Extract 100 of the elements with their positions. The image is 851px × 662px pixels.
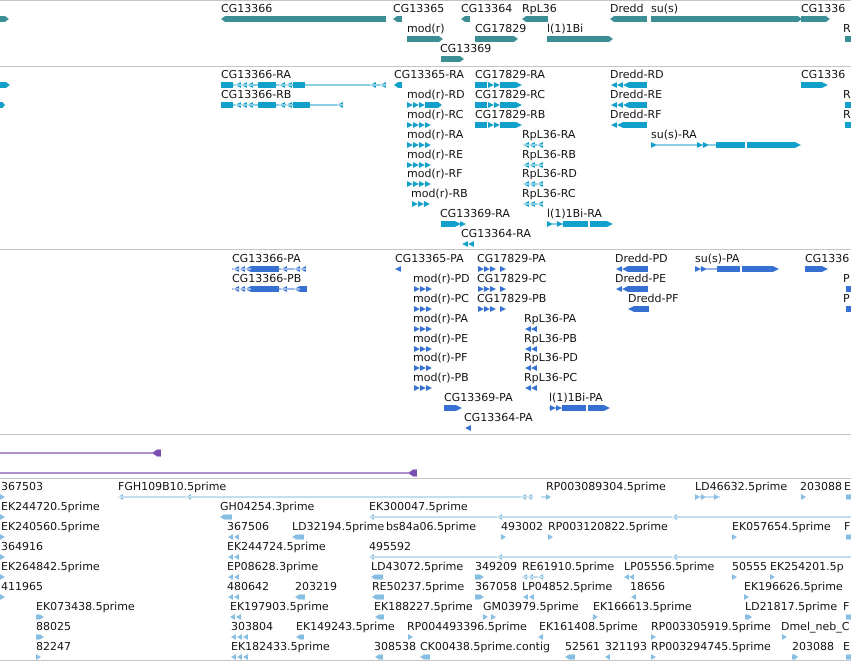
gene-label: CG17829 — [475, 23, 526, 35]
transcript-label: mod(r)-RC — [407, 109, 464, 121]
est-label: EK240560.5prime — [1, 521, 100, 533]
est-label: F — [843, 601, 850, 613]
est-label: E — [843, 641, 850, 653]
est-label: EP08628.3prime — [227, 561, 318, 573]
est-label: E — [844, 481, 851, 493]
transcript-label: CG17829-RA — [475, 69, 545, 81]
est-label: 203088 — [792, 641, 834, 653]
protein-label: Dredd-PE — [615, 273, 666, 285]
est-label: F — [844, 521, 850, 533]
est-label: RE50237.5prime — [372, 581, 464, 593]
transcript-label: mod(r)-RF — [407, 168, 462, 180]
est-label: EK182433.5prime — [231, 641, 330, 653]
est-label: 203219 — [295, 581, 337, 593]
transcript-label: CG13369-RA — [440, 208, 510, 220]
est-label: 88025 — [36, 621, 71, 633]
gene-label: su(s) — [651, 3, 678, 15]
est-label: RP004493396.5prime — [407, 621, 527, 633]
transcript-label: CG13365-RA — [394, 69, 464, 81]
est-label: 349209 — [475, 561, 517, 573]
transcript-label: CG1336 — [801, 69, 846, 81]
est-label: GM03979.5prime — [483, 601, 579, 613]
est-label: 411965 — [1, 581, 43, 593]
est-label: 495592 — [369, 541, 411, 553]
est-label: RP003120822.5prime — [548, 521, 668, 533]
est-label: EK196626.5prime — [744, 581, 843, 593]
est-label: 203088 — [800, 481, 842, 493]
protein-label: Dredd-PD — [615, 253, 668, 265]
est-label: EK057654.5prime — [732, 521, 831, 533]
est-label: 364916 — [1, 541, 43, 553]
transcript-label: RpL36-RC — [522, 188, 576, 200]
protein-label: mod(r)-PA — [413, 313, 468, 325]
transcript-label: CG17829-RB — [475, 109, 546, 121]
est-label: EK264842.5prime — [1, 561, 100, 573]
est-label: EK188227.5prime — [374, 601, 473, 613]
est-label: LP05556.5prime — [624, 561, 714, 573]
est-label: 367503 — [1, 481, 43, 493]
protein-label: su(s)-PA — [695, 253, 740, 265]
est-label: CK00438.5prime.contig — [420, 641, 550, 653]
est-label: EK073438.5prime — [36, 601, 135, 613]
est-label: FGH109B10.5prime — [118, 481, 226, 493]
est-label: EK300047.5prime — [369, 501, 468, 513]
protein-label: CG1336 — [805, 253, 850, 265]
est-label: 321193 — [605, 641, 647, 653]
transcript-label: CG17829-RC — [475, 89, 545, 101]
protein-label: mod(r)-PB — [413, 372, 469, 384]
est-label: 52561 — [565, 641, 600, 653]
protein-label: RpL36-PC — [524, 372, 578, 384]
protein-label: RpL36-PA — [524, 313, 576, 325]
est-label: 308538 — [374, 641, 416, 653]
protein-label: CG17829-PC — [477, 273, 546, 285]
est-label: Dmel_neb_C — [781, 621, 850, 633]
est-label: 480642 — [227, 581, 269, 593]
protein-label: CG17829-PB — [477, 293, 546, 305]
est-label: 82247 — [36, 641, 71, 653]
gene-label: l(1)1Bi — [547, 23, 584, 35]
protein-label: RpL36-PB — [524, 333, 577, 345]
gene-label: CG13369 — [440, 43, 492, 55]
protein-label: Dredd-PF — [628, 293, 678, 305]
est-label: 493002 — [501, 521, 543, 533]
est-label: EK244724.5prime — [227, 541, 326, 553]
est-label: 50555 — [732, 561, 767, 573]
transcript-label: mod(r)-RD — [407, 89, 465, 101]
transcript-label: RpL36-RB — [522, 149, 576, 161]
protein-label: mod(r)-PE — [413, 333, 468, 345]
protein-label: RpL36-PD — [524, 352, 578, 364]
transcript-label: R — [843, 89, 851, 101]
transcript-label: mod(r)-RE — [407, 149, 464, 161]
est-label: RP003089304.5prime — [546, 481, 666, 493]
transcript-label: CG13366-RB — [221, 89, 292, 101]
transcript-label: CG13364-RA — [461, 228, 531, 240]
est-label: EK166613.5prime — [593, 601, 692, 613]
transcript-label: RpL36-RD — [522, 168, 577, 180]
protein-label: CG13365-PA — [395, 253, 464, 265]
protein-label: mod(r)-PD — [413, 273, 470, 285]
transcript-label: RpL36-RA — [522, 129, 576, 141]
transcript-label: mod(r)-RB — [411, 188, 468, 200]
est-label: 367058 — [475, 581, 517, 593]
est-label: RP003294745.5prime — [651, 641, 771, 653]
transcript-label: su(s)-RA — [651, 129, 697, 141]
gene-label: Dredd — [610, 3, 644, 15]
protein-label: CG13369-PA — [444, 392, 513, 404]
est-label: LD43072.5prime — [371, 561, 464, 573]
gene-label: CG1336 — [801, 3, 846, 15]
est-label: RP003305919.5prime — [651, 621, 771, 633]
est-label: 18656 — [630, 581, 665, 593]
gene-label: CG13365 — [393, 3, 444, 15]
transcript-label: mod(r)-RA — [407, 129, 464, 141]
est-label: GH04254.3prime — [220, 501, 314, 513]
protein-label: CG13366-PB — [232, 273, 302, 285]
est-label: bs84a06.5prime — [386, 521, 476, 533]
transcript-label: l(1)1Bi-RA — [547, 208, 602, 220]
protein-label: mod(r)-PC — [413, 293, 469, 305]
est-label: EK244720.5prime — [1, 501, 100, 513]
gene-label: R — [843, 23, 851, 35]
est-label: 367506 — [227, 521, 269, 533]
est-label: EK197903.5prime — [230, 601, 329, 613]
protein-label: l(1)1Bi-PA — [549, 392, 603, 404]
protein-label: CG13366-PA — [232, 253, 301, 265]
